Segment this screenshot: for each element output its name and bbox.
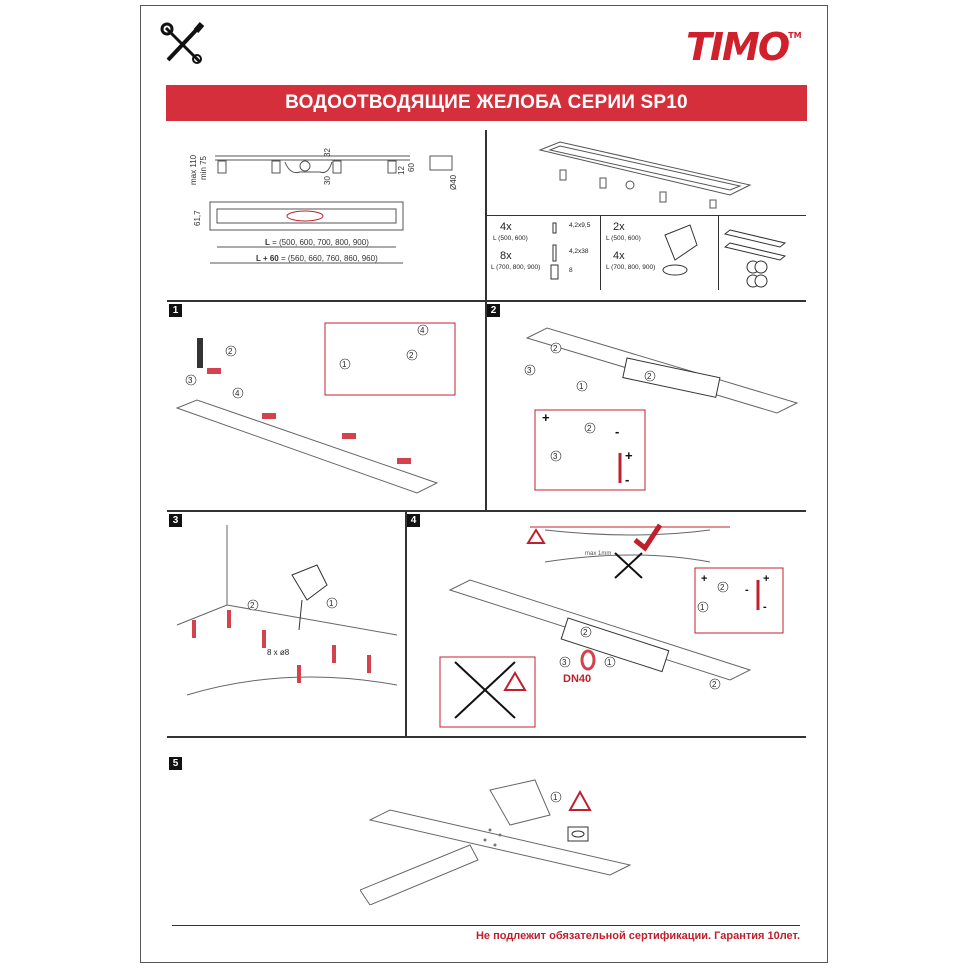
svg-text:-: - <box>763 601 767 613</box>
step-5-illustration: 1 <box>360 779 632 905</box>
divider <box>485 130 487 300</box>
svg-text:4,2x38: 4,2x38 <box>569 248 589 255</box>
wrench-screwdriver-icon <box>160 22 205 64</box>
divider <box>485 215 806 216</box>
step-4-illustration: max 1mm DN40 + - + - 2 1 2 3 1 2 <box>439 523 784 728</box>
svg-text:+: + <box>542 410 550 425</box>
svg-text:3: 3 <box>562 658 567 667</box>
svg-text:12: 12 <box>397 166 406 175</box>
svg-text:61,7: 61,7 <box>193 210 202 226</box>
dimension-drawing: max 110 min 75 32 30 12 60 Ø40 61,7 L = … <box>189 148 458 264</box>
svg-text:2: 2 <box>712 680 717 689</box>
cross-icon <box>454 661 516 719</box>
certification-note: Не подлежит обязательной сертификации. Г… <box>475 930 800 942</box>
svg-text:1: 1 <box>329 599 334 608</box>
svg-text:L (700, 800, 900): L (700, 800, 900) <box>491 264 540 271</box>
step-2-label: 2 <box>487 304 500 317</box>
parts-list: 4x 8x 2x 4x L (500, 600) L (700, 800, 90… <box>491 221 787 288</box>
svg-text:2: 2 <box>583 628 588 637</box>
divider <box>718 215 719 290</box>
timo-logo: TIMOTM <box>686 25 802 69</box>
svg-text:max 110: max 110 <box>189 154 198 185</box>
divider <box>405 510 407 737</box>
svg-text:8x: 8x <box>500 250 512 262</box>
svg-text:4: 4 <box>235 389 240 398</box>
svg-text:60: 60 <box>407 163 416 172</box>
step-2-illustration: 2 3 1 2 2 3 +- +- <box>524 327 799 491</box>
svg-text:32: 32 <box>323 148 332 157</box>
svg-text:+: + <box>763 573 769 585</box>
warning-icon <box>526 528 546 544</box>
svg-text:DN40: DN40 <box>563 673 591 685</box>
svg-text:L + 60 = (560, 660, 760, 860,: L + 60 = (560, 660, 760, 860, 960) <box>256 254 378 263</box>
svg-text:4,2x9,5: 4,2x9,5 <box>569 222 591 229</box>
svg-text:2: 2 <box>409 351 414 360</box>
svg-text:4x: 4x <box>500 221 512 233</box>
warning-icon <box>503 671 527 691</box>
divider <box>485 300 487 511</box>
svg-text:3: 3 <box>553 452 558 461</box>
step-4-label: 4 <box>407 514 420 527</box>
svg-text:L (500, 600): L (500, 600) <box>606 235 641 242</box>
svg-text:3: 3 <box>527 366 532 375</box>
step-3-label: 3 <box>169 514 182 527</box>
svg-text:1: 1 <box>700 603 705 612</box>
svg-text:L (700, 800, 900): L (700, 800, 900) <box>606 264 655 271</box>
footer-rule <box>172 925 800 926</box>
svg-text:-: - <box>615 424 619 439</box>
step-1-label: 1 <box>169 304 182 317</box>
drain-channel-illustration <box>538 141 752 209</box>
step-1-illustration: 3 2 4 4 2 1 <box>175 322 456 494</box>
svg-text:2: 2 <box>647 372 652 381</box>
svg-text:30: 30 <box>323 176 332 185</box>
divider <box>167 510 806 512</box>
svg-text:2: 2 <box>587 424 592 433</box>
svg-text:L = (500, 600, 700, 800, 900): L = (500, 600, 700, 800, 900) <box>265 238 369 247</box>
svg-text:-: - <box>625 472 629 487</box>
document-sheet <box>140 5 828 963</box>
svg-text:4: 4 <box>420 326 425 335</box>
svg-text:min 75: min 75 <box>199 155 208 180</box>
svg-text:8: 8 <box>569 267 573 274</box>
svg-text:-: - <box>745 584 749 596</box>
svg-text:2x: 2x <box>613 221 625 233</box>
step-3-illustration: 8 x ø8 2 1 <box>176 525 398 696</box>
warning-icon <box>568 789 592 811</box>
divider <box>167 736 806 738</box>
svg-text:Ø40: Ø40 <box>449 174 458 190</box>
page-title: ВОДООТВОДЯЩИЕ ЖЕЛОБА СЕРИИ SP10 <box>166 85 807 121</box>
svg-text:1: 1 <box>342 360 347 369</box>
svg-text:1: 1 <box>579 382 584 391</box>
svg-text:1: 1 <box>553 793 558 802</box>
cross-icon <box>614 552 643 579</box>
check-icon <box>633 523 663 552</box>
eye-icon <box>567 826 589 842</box>
svg-text:8 x ø8: 8 x ø8 <box>267 648 290 657</box>
step-5-label: 5 <box>169 757 182 770</box>
divider <box>600 215 601 290</box>
svg-text:+: + <box>625 448 633 463</box>
svg-text:+: + <box>701 573 707 585</box>
svg-text:1: 1 <box>607 658 612 667</box>
svg-text:2: 2 <box>250 601 255 610</box>
svg-text:2: 2 <box>228 347 233 356</box>
svg-text:max 1mm: max 1mm <box>585 551 611 557</box>
svg-text:2: 2 <box>553 344 558 353</box>
svg-text:3: 3 <box>188 376 193 385</box>
svg-text:2: 2 <box>720 583 725 592</box>
svg-text:L (500, 600): L (500, 600) <box>493 235 528 242</box>
svg-text:4x: 4x <box>613 250 625 262</box>
